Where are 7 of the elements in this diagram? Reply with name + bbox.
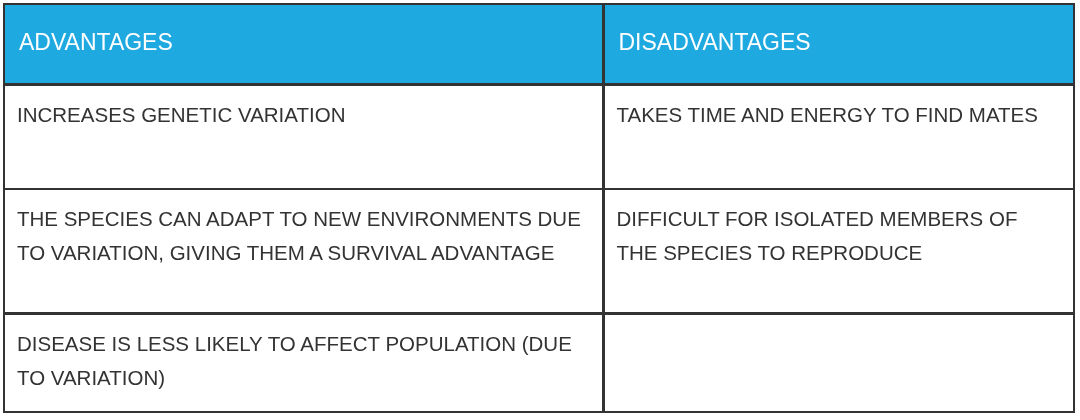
header-cell: DISADVANTAGES — [604, 5, 1073, 83]
table-cell: DISEASE IS LESS LIKELY TO AFFECT POPULATION (DUE TO VARIATION) — [5, 314, 602, 411]
table-cell: THE SPECIES CAN ADAPT TO NEW ENVIRONMENTS DUE TO VARIATION, GIVING THEM A SURVIVAL ADVANTAGE — [5, 190, 602, 312]
table-cell: TAKES TIME AND ENERGY TO FIND MATES — [604, 85, 1073, 188]
table-cell: DIFFICULT FOR ISOLATED MEMBERS OF THE SPECIES TO REPRODUCE — [604, 190, 1073, 312]
header-cell: ADVANTAGES — [5, 5, 602, 83]
table-cell: INCREASES GENETIC VARIATION — [5, 85, 602, 188]
